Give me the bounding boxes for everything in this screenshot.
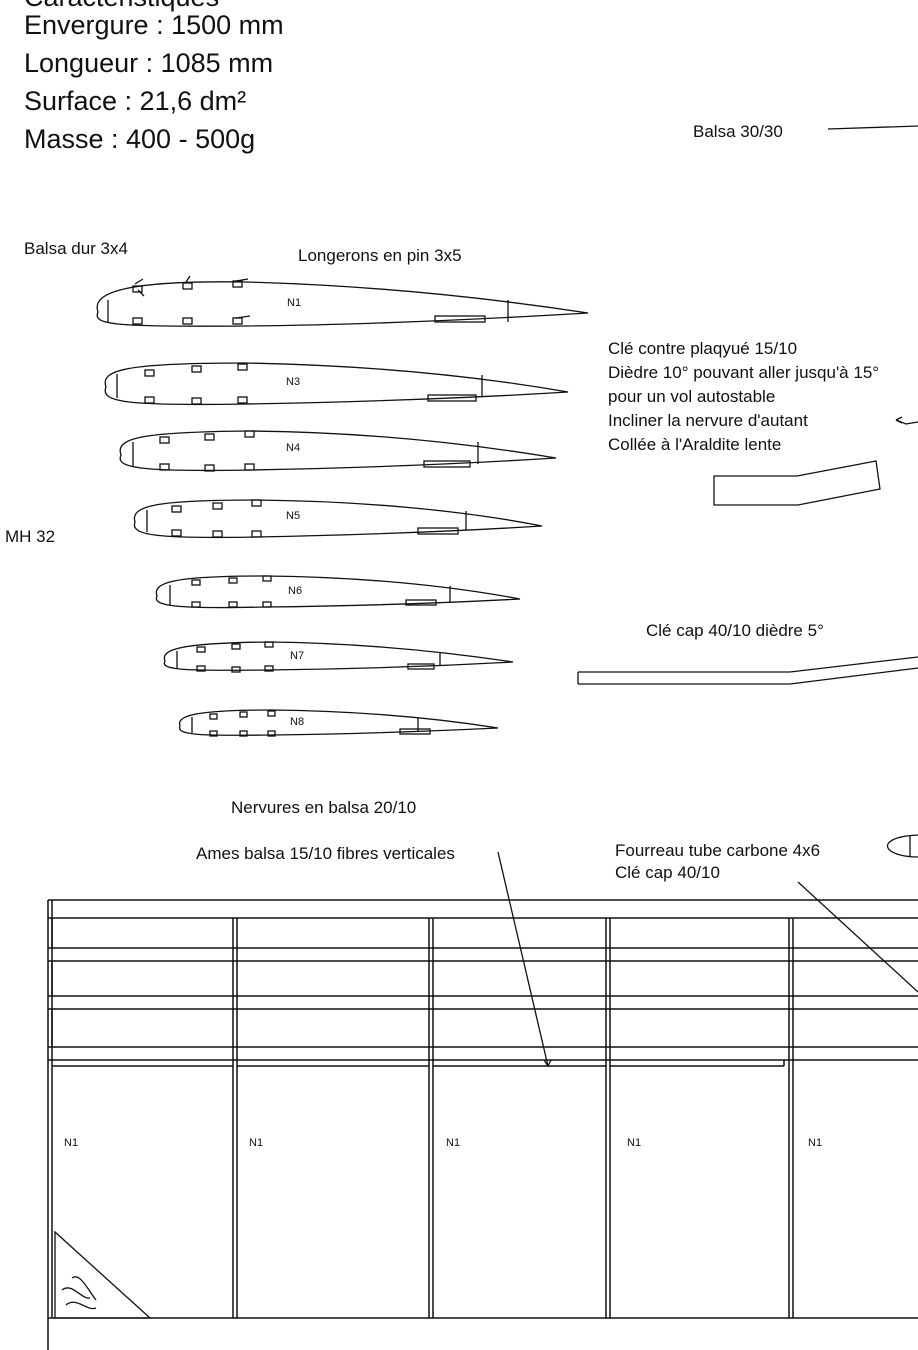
label-balsa-30: Balsa 30/30 bbox=[693, 122, 783, 141]
label-balsa-hard: Balsa dur 3x4 bbox=[24, 239, 128, 258]
plan-rib-label: N1 bbox=[64, 1137, 79, 1149]
label-sleeve-line: Clé cap 40/10 bbox=[615, 863, 720, 882]
spec-surface: Surface : 21,6 dm² bbox=[24, 86, 247, 116]
key-note-line: pour un vol autostable bbox=[608, 387, 776, 406]
key-note-line: Dièdre 10° pouvant aller jusqu'à 15° bbox=[608, 363, 880, 382]
rib-label: N8 bbox=[290, 716, 305, 728]
plan-rib-label: N1 bbox=[808, 1137, 823, 1149]
spec-heading: Caractéristiques bbox=[24, 0, 219, 16]
cap-key-strip bbox=[577, 656, 918, 685]
key-note-line: Collée à l'Araldite lente bbox=[608, 435, 782, 454]
spec-length: Longueur : 1085 mm bbox=[24, 48, 274, 78]
key-note: Clé contre plaqyué 15/10 Dièdre 10° pouv… bbox=[608, 337, 879, 457]
rib-profile-n4 bbox=[119, 430, 557, 472]
wing-plan bbox=[47, 899, 918, 1350]
rib-label: N6 bbox=[288, 585, 303, 597]
rib-label: N4 bbox=[286, 442, 301, 454]
leader-webs bbox=[497, 851, 549, 1067]
label-spars: Longerons en pin 3x5 bbox=[298, 246, 462, 265]
rib-label: N1 bbox=[287, 297, 302, 309]
profile-fragment-right bbox=[886, 834, 918, 858]
label-key-cap: Clé cap 40/10 dièdre 5° bbox=[646, 621, 824, 640]
label-ribs-material: Nervures en balsa 20/10 bbox=[231, 798, 417, 817]
rib-profile-n8 bbox=[178, 709, 499, 737]
label-sleeve-line: Fourreau tube carbone 4x6 bbox=[615, 841, 821, 860]
rib-label: N3 bbox=[286, 376, 301, 388]
spec-mass: Masse : 400 - 500g bbox=[24, 124, 256, 154]
key-note-line: Clé contre plaqyué 15/10 bbox=[608, 339, 798, 358]
plan-rib-label: N1 bbox=[446, 1137, 461, 1149]
label-webs: Ames balsa 15/10 fibres verticales bbox=[196, 844, 455, 863]
rib-label: N5 bbox=[286, 510, 301, 522]
plan-rib-label: N1 bbox=[249, 1137, 264, 1149]
rib-profile-n6 bbox=[155, 575, 521, 609]
rib-label: N7 bbox=[290, 650, 305, 662]
spec-span: Envergure : 1500 mm bbox=[24, 10, 284, 40]
leader-balsa-30 bbox=[827, 125, 918, 130]
gusset-triangle bbox=[54, 1230, 152, 1319]
rib-profile-n5 bbox=[133, 499, 543, 539]
leader-sleeve bbox=[797, 881, 918, 993]
label-sleeve: Fourreau tube carbone 4x6 Clé cap 40/10 bbox=[615, 840, 820, 884]
plan-rib-label: N1 bbox=[627, 1137, 642, 1149]
rib-profile-n3 bbox=[104, 362, 569, 406]
key-note-line: Incliner la nervure d'autant bbox=[608, 411, 808, 430]
dihedral-key-plywood bbox=[713, 416, 918, 506]
rib-profile-n7 bbox=[163, 641, 514, 673]
rib-profile-n1 bbox=[96, 275, 589, 327]
label-airfoil: MH 32 bbox=[5, 527, 56, 546]
